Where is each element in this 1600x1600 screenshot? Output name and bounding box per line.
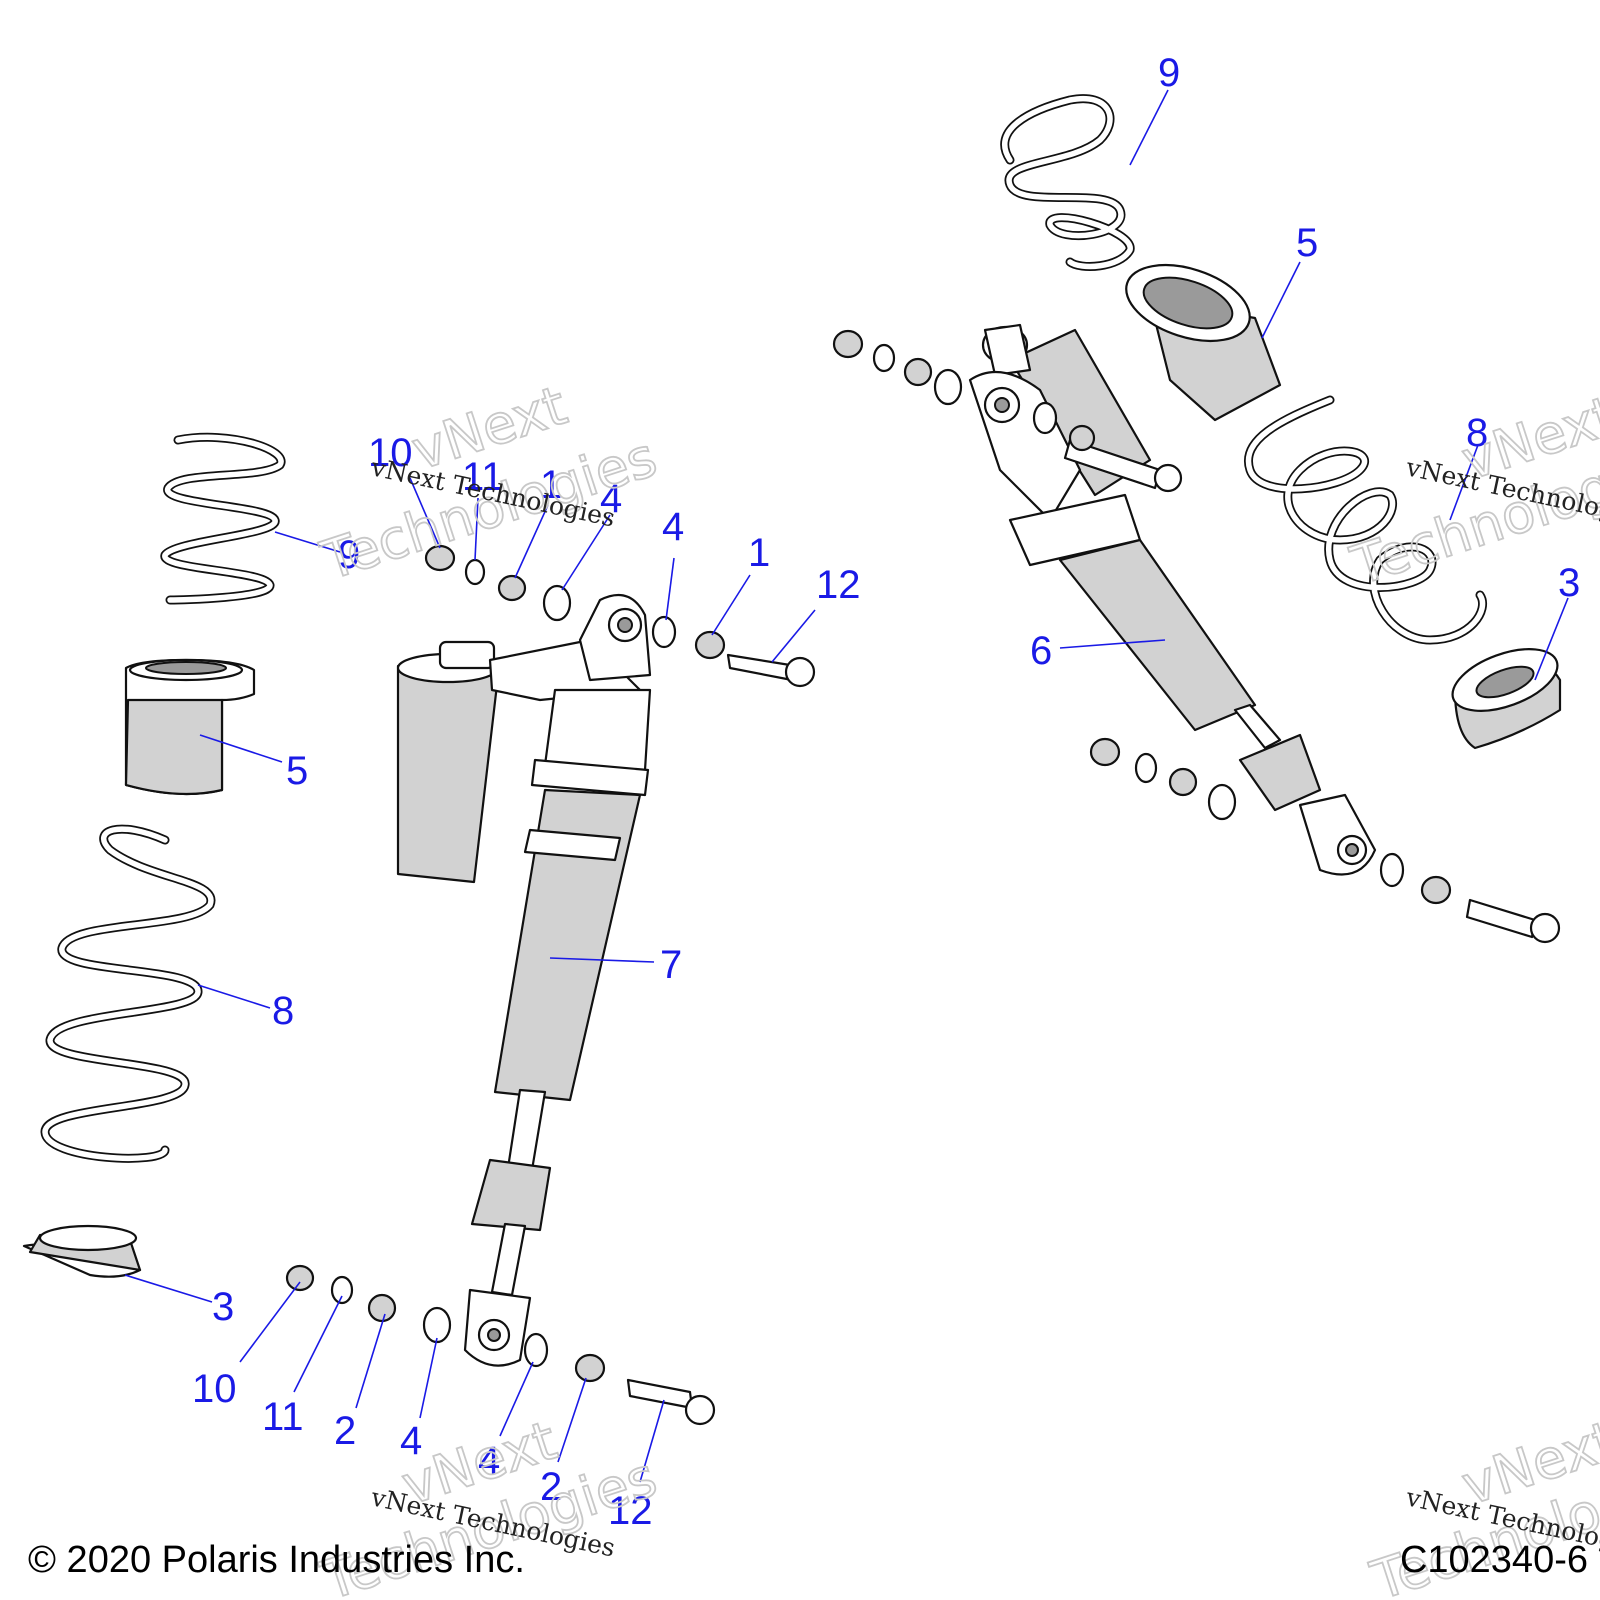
callout-6-right: 6 [1030, 629, 1052, 673]
callout-4-left-lower-a: 4 [400, 1419, 422, 1463]
callout-2-left-lower-a: 2 [334, 1409, 356, 1453]
callout-11-left-lower: 11 [262, 1395, 304, 1439]
callout-9-left: 9 [338, 533, 360, 577]
callout-1-left-upper-b: 1 [748, 531, 770, 575]
right-spring-9 [1000, 94, 1135, 271]
callout-5-right: 5 [1296, 221, 1318, 265]
callout-4-left-upper-a: 4 [600, 477, 622, 521]
callout-11-left-upper: 11 [462, 455, 504, 499]
left-upper-hardware [424, 544, 816, 688]
callout-labels: 9 5 8 3 7 10 11 1 4 4 1 12 10 11 2 4 4 2… [192, 51, 1580, 1533]
callout-3-left: 3 [212, 1285, 234, 1329]
right-shock-absorber-6 [968, 323, 1377, 876]
left-lower-hardware [285, 1264, 716, 1426]
callout-8-right: 8 [1466, 411, 1488, 455]
left-spring-9 [160, 432, 286, 605]
callout-10-left-lower: 10 [192, 1367, 237, 1411]
right-upper-hardware [832, 329, 1096, 452]
right-spring-8 [1244, 395, 1487, 645]
left-shock-absorber-7 [396, 593, 652, 1367]
callout-12-left-lower: 12 [608, 1489, 653, 1533]
callout-3-right: 3 [1558, 561, 1580, 605]
copyright-notice: © 2020 Polaris Industries Inc. [28, 1539, 525, 1581]
left-spring-8 [40, 824, 216, 1163]
callout-12-left-upper: 12 [816, 563, 861, 607]
callout-2-left-lower-b: 2 [540, 1465, 562, 1509]
callout-10-left-upper: 10 [368, 431, 413, 475]
callout-9-right: 9 [1158, 51, 1180, 95]
leader-lines [124, 89, 1569, 1483]
right-assembly [832, 94, 1562, 944]
left-assembly [22, 432, 816, 1426]
watermarks: vNext Technologies vNext Technologies vN… [313, 373, 1600, 1600]
left-bump-stop-5 [124, 658, 256, 796]
right-lower-hardware [1089, 737, 1561, 944]
figure-id: C102340-6 [1400, 1539, 1588, 1581]
right-bump-stop-5 [1125, 263, 1282, 422]
callout-5-left: 5 [286, 749, 308, 793]
callout-8-left: 8 [272, 989, 294, 1033]
callout-4-left-upper-b: 4 [662, 505, 684, 549]
left-spring-seat-3 [22, 1224, 142, 1278]
callout-4-left-lower-b: 4 [478, 1439, 500, 1483]
callout-1-left-upper: 1 [540, 463, 562, 507]
right-spring-seat-3 [1451, 648, 1562, 750]
callout-7-left: 7 [660, 943, 682, 987]
